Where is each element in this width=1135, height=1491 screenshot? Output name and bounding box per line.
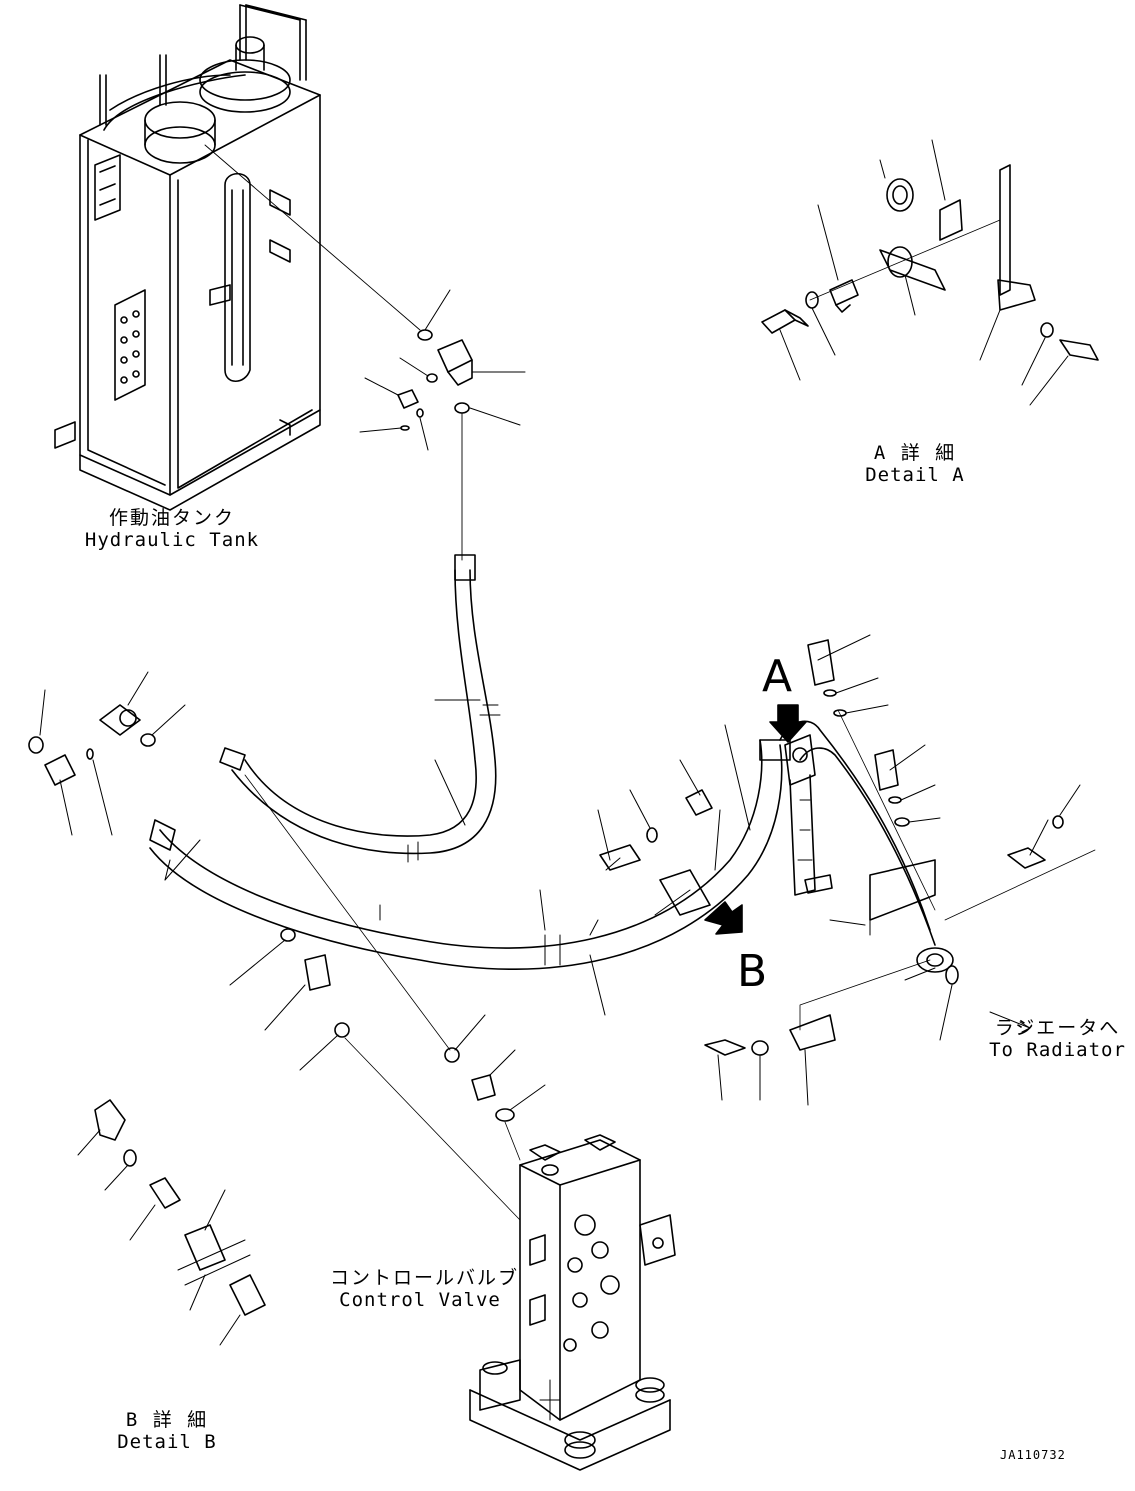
hoses (150, 555, 953, 972)
view-marker-a: A (762, 651, 793, 702)
detail-a-label: A 詳 細 Detail A (860, 442, 970, 487)
tank-fittings (360, 290, 525, 560)
control-valve-label: コントロールバルブ Control Valve (330, 1267, 520, 1312)
view-arrow-b (705, 902, 742, 934)
detail-b-label-jp: B 詳 細 (125, 1409, 209, 1431)
bolt-stacks (705, 635, 1095, 1105)
control-valve-label-jp: コントロールバルブ (330, 1267, 520, 1289)
hydraulic-tank-label-en: Hydraulic Tank (84, 528, 260, 551)
clamps-and-brackets (540, 710, 935, 1015)
control-valve-label-en: Control Valve (339, 1288, 501, 1311)
detail-a-label-en: Detail A (865, 463, 965, 486)
to-radiator-label-en: To Radiator (989, 1038, 1126, 1061)
view-arrow-a (770, 705, 806, 742)
hydraulic-tank-label: 作動油タンク Hydraulic Tank (82, 507, 262, 552)
detail-b-label: B 詳 細 Detail B (112, 1409, 222, 1454)
detail-a-label-jp: A 詳 細 (873, 442, 957, 464)
hydraulic-tank-label-jp: 作動油タンク (108, 507, 235, 529)
left-fittings (29, 672, 185, 835)
view-marker-b: B (737, 946, 768, 997)
to-radiator-label: ラジエータへ To Radiator (985, 1017, 1130, 1062)
mid-fittings (165, 700, 545, 1220)
detail-a-assembly (762, 140, 1098, 405)
detail-b-label-en: Detail B (117, 1430, 217, 1453)
to-radiator-label-jp: ラジエータへ (994, 1017, 1121, 1039)
detail-b-assembly (78, 1100, 265, 1345)
hydraulic-tank (55, 5, 420, 510)
control-valve (470, 1135, 675, 1470)
drawing-code: JA110732 (1000, 1448, 1066, 1462)
